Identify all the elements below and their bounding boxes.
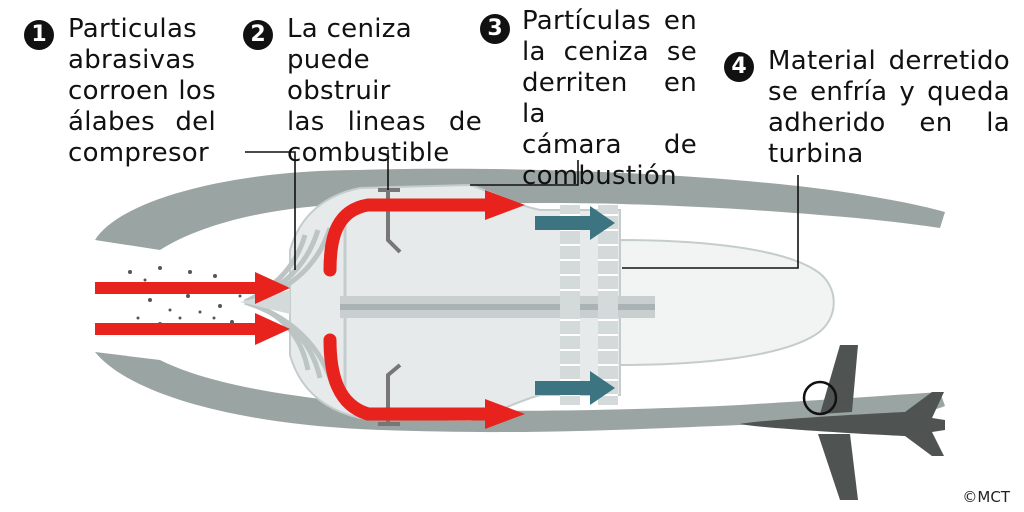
step-label-3: Partículas en la ceniza se derriten en l… bbox=[522, 6, 697, 191]
step-label-1: Particulas abrasivas corroen los álabes … bbox=[68, 14, 216, 168]
step-label-2: La ceniza puede obstruir las lineas de c… bbox=[287, 14, 482, 168]
step-badge-3: 3 bbox=[480, 14, 510, 44]
leader-line-1 bbox=[245, 151, 296, 270]
ash-particles bbox=[118, 266, 242, 328]
step-badge-1: 1 bbox=[24, 20, 54, 50]
leader-line-4 bbox=[622, 175, 799, 269]
intake-arrow-upper bbox=[95, 272, 290, 304]
turbine-stages bbox=[560, 205, 618, 405]
leader-lines bbox=[245, 150, 799, 270]
upper-nacelle bbox=[95, 168, 945, 250]
flow-arrow-lower bbox=[323, 333, 495, 421]
flow-arrow-upper bbox=[323, 198, 495, 277]
step-label-4: Material derretido se enfría y queda adh… bbox=[768, 46, 1010, 169]
hot-gas-arrows bbox=[535, 206, 615, 405]
copyright-text: ©MCT bbox=[962, 488, 1010, 506]
airplane-icon bbox=[740, 345, 945, 500]
shaft-core bbox=[340, 304, 655, 310]
step-badge-4: 4 bbox=[724, 52, 754, 82]
intake-spike bbox=[240, 290, 290, 314]
leader-line-3 bbox=[470, 160, 579, 186]
flow-arrow-upper-head bbox=[485, 190, 525, 220]
tail-cone bbox=[619, 238, 835, 367]
intake-arrow-lower bbox=[95, 313, 290, 345]
intake-arrows bbox=[95, 272, 290, 345]
step-badge-2: 2 bbox=[243, 20, 273, 50]
lower-nacelle bbox=[95, 352, 945, 433]
flow-arrow-lower-head bbox=[485, 399, 525, 429]
hot-arrow-upper bbox=[535, 206, 615, 240]
flow-arrows bbox=[323, 198, 495, 421]
hot-arrow-lower bbox=[535, 371, 615, 405]
